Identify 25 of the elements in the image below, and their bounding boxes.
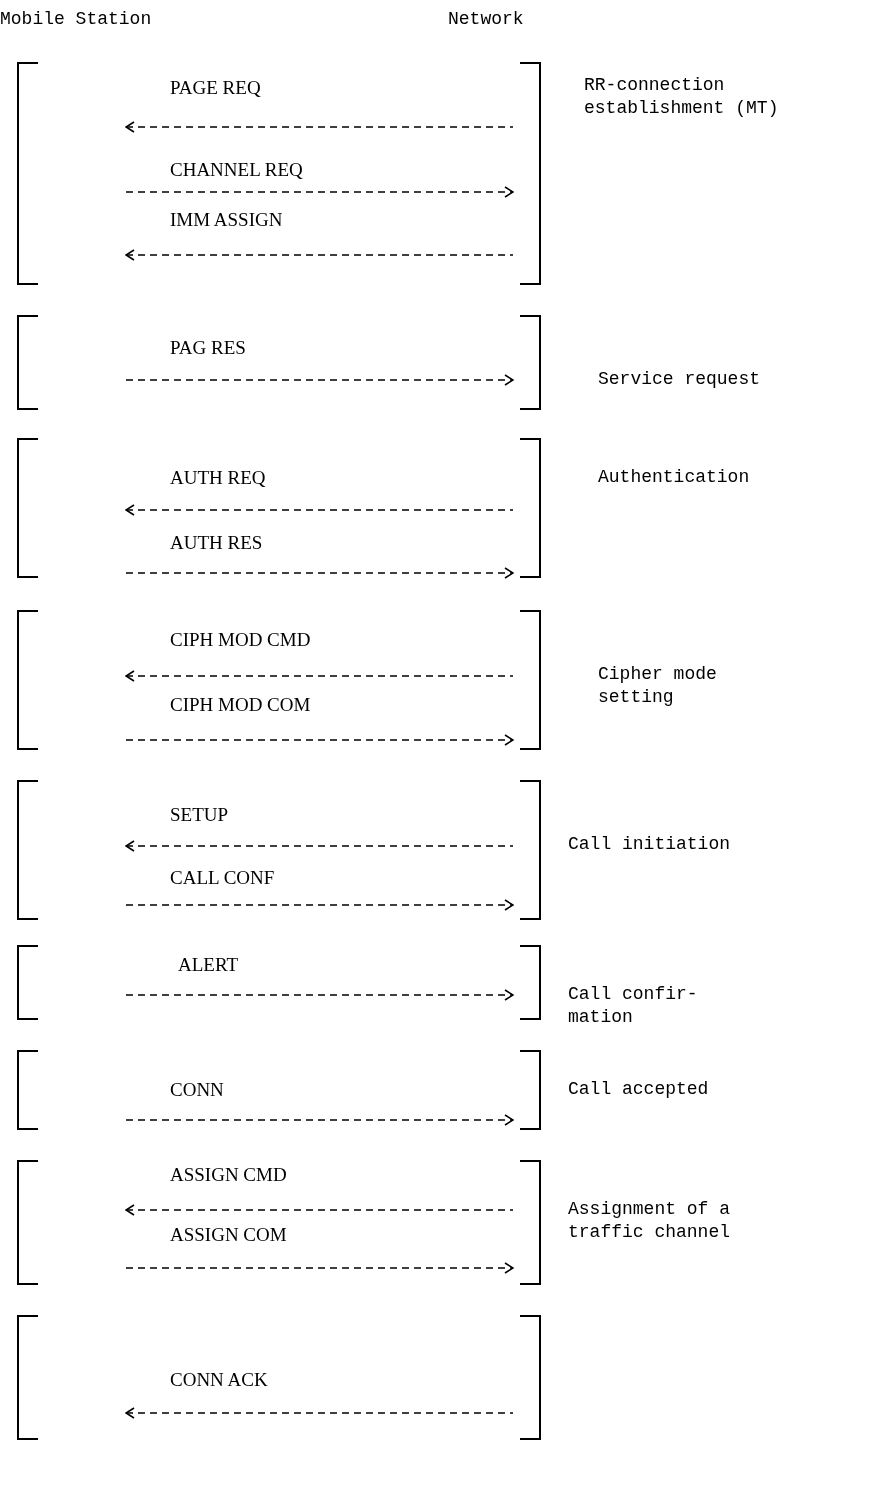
phase-label: RR-connection establishment (MT) (584, 74, 780, 119)
message-label: CONN ACK (170, 1368, 268, 1392)
message-label: CIPH MOD CMD (170, 628, 311, 652)
message-label: IMM ASSIGN (170, 208, 283, 232)
phase-label: Call initiation (568, 833, 732, 856)
column-heading: Network (448, 8, 524, 31)
phase-label: Call accepted (568, 1078, 710, 1101)
message-label: CONN (170, 1078, 224, 1102)
message-label: ALERT (178, 953, 239, 977)
phase-label: Authentication (598, 466, 751, 489)
phase-label: Call confir- mation (568, 983, 699, 1028)
message-label: PAGE REQ (170, 76, 261, 100)
message-label: CIPH MOD COM (170, 693, 311, 717)
message-label: ASSIGN CMD (170, 1163, 287, 1187)
phase-label: Service request (598, 368, 762, 391)
message-label: AUTH RES (170, 531, 263, 555)
message-label: AUTH REQ (170, 466, 266, 490)
message-label: CHANNEL REQ (170, 158, 303, 182)
column-heading: Mobile Station (0, 8, 152, 31)
phase-label: Cipher mode setting (598, 663, 718, 708)
message-label: SETUP (170, 803, 229, 827)
message-label: ASSIGN COM (170, 1223, 287, 1247)
message-label: CALL CONF (170, 866, 275, 890)
phase-label: Assignment of a traffic channel (568, 1198, 732, 1243)
message-label: PAG RES (170, 336, 246, 360)
